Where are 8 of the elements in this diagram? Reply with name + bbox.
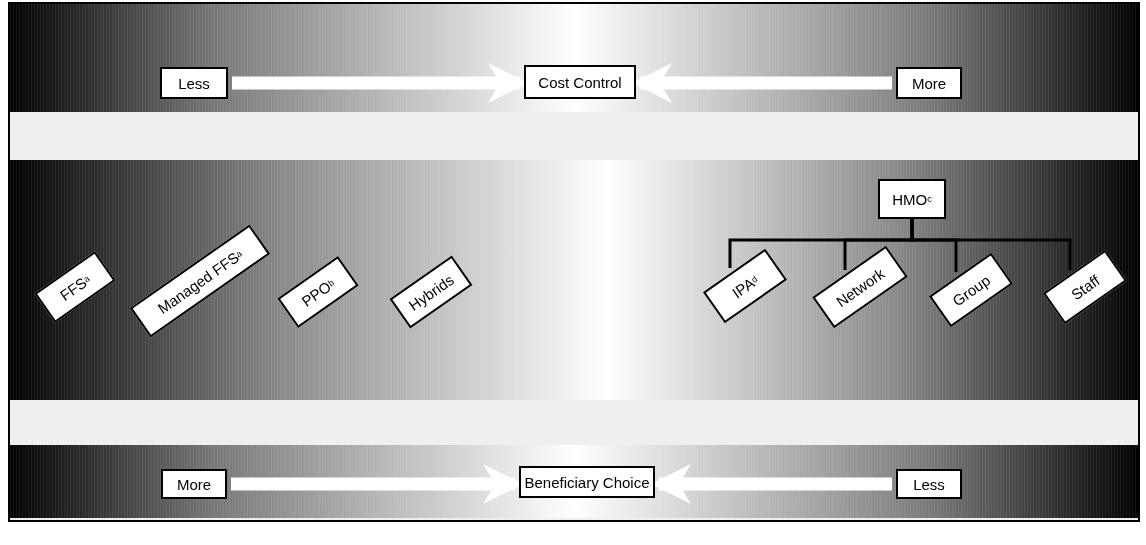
label-box: Cost Control [524, 65, 636, 99]
connector-line [910, 219, 1072, 270]
label-box: Beneficiary Choice [519, 466, 655, 498]
label-box: More [896, 67, 962, 99]
label-box: HMO$^{c}$ [878, 179, 946, 219]
label-box: More [161, 469, 227, 499]
label-box: Less [896, 469, 962, 499]
label-box: Less [160, 67, 228, 99]
